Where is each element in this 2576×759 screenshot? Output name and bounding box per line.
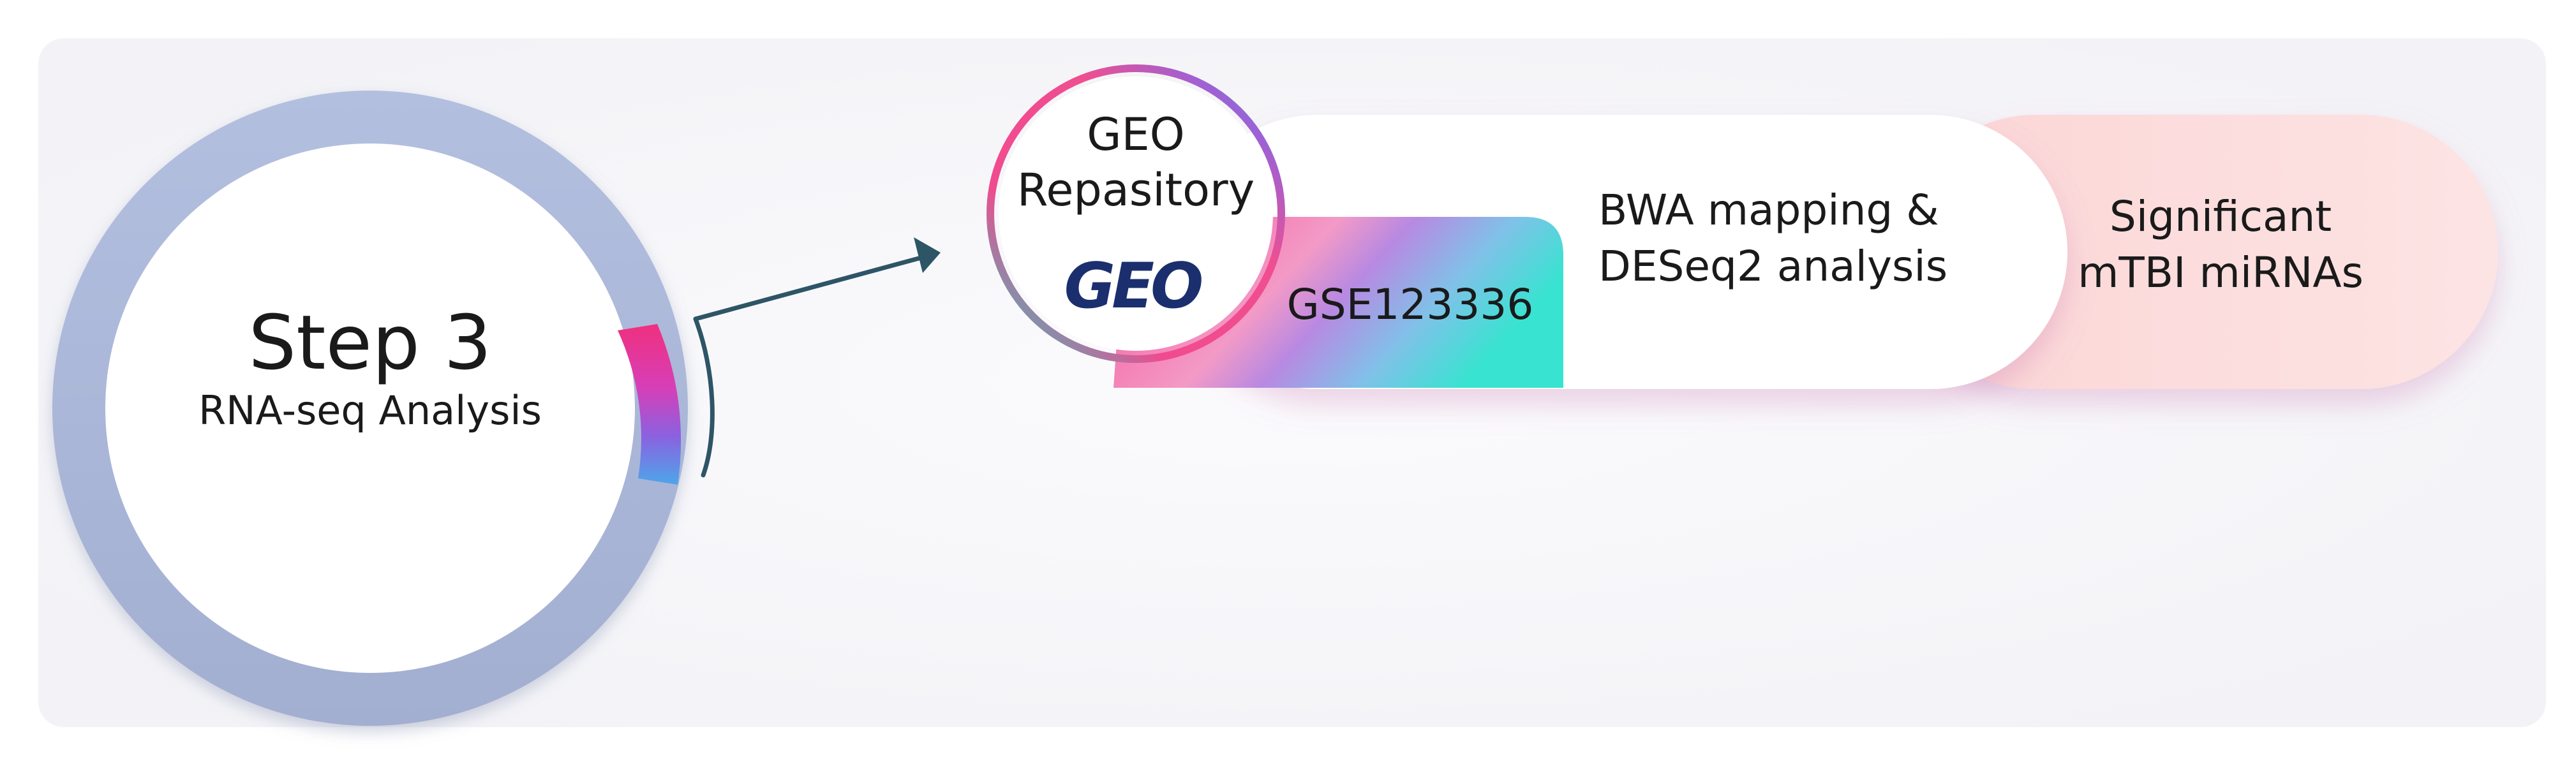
- step-circle: Step 3 RNA-seq Analysis: [52, 91, 688, 726]
- result-line-2: mTBI miRNAs: [2078, 248, 2364, 297]
- geo-ring: [986, 64, 1285, 363]
- pipeline-line-1: BWA mapping &: [1598, 186, 1939, 235]
- dataset-accession: GSE123336: [1287, 280, 1534, 329]
- progress-segment: [618, 324, 681, 485]
- pipeline-line-2: DESeq2 analysis: [1598, 242, 1947, 291]
- step-inner-disc: [105, 144, 635, 673]
- geo-logo: GEO: [1064, 250, 1202, 323]
- geo-title-line-1: GEO: [1087, 108, 1185, 161]
- arrow-head: [914, 237, 941, 273]
- step-subtitle: RNA-seq Analysis: [198, 387, 542, 434]
- arrow-line: [693, 256, 921, 321]
- flow-arc: [693, 316, 715, 478]
- geo-disc: [999, 77, 1273, 351]
- geo-repository: GEO Repasitory GEO: [986, 64, 1285, 363]
- result-line-1: Significant: [2110, 192, 2332, 241]
- geo-title-line-2: Repasitory: [1017, 164, 1254, 216]
- step-title: Step 3: [248, 298, 491, 387]
- flow-arrow: [693, 237, 941, 478]
